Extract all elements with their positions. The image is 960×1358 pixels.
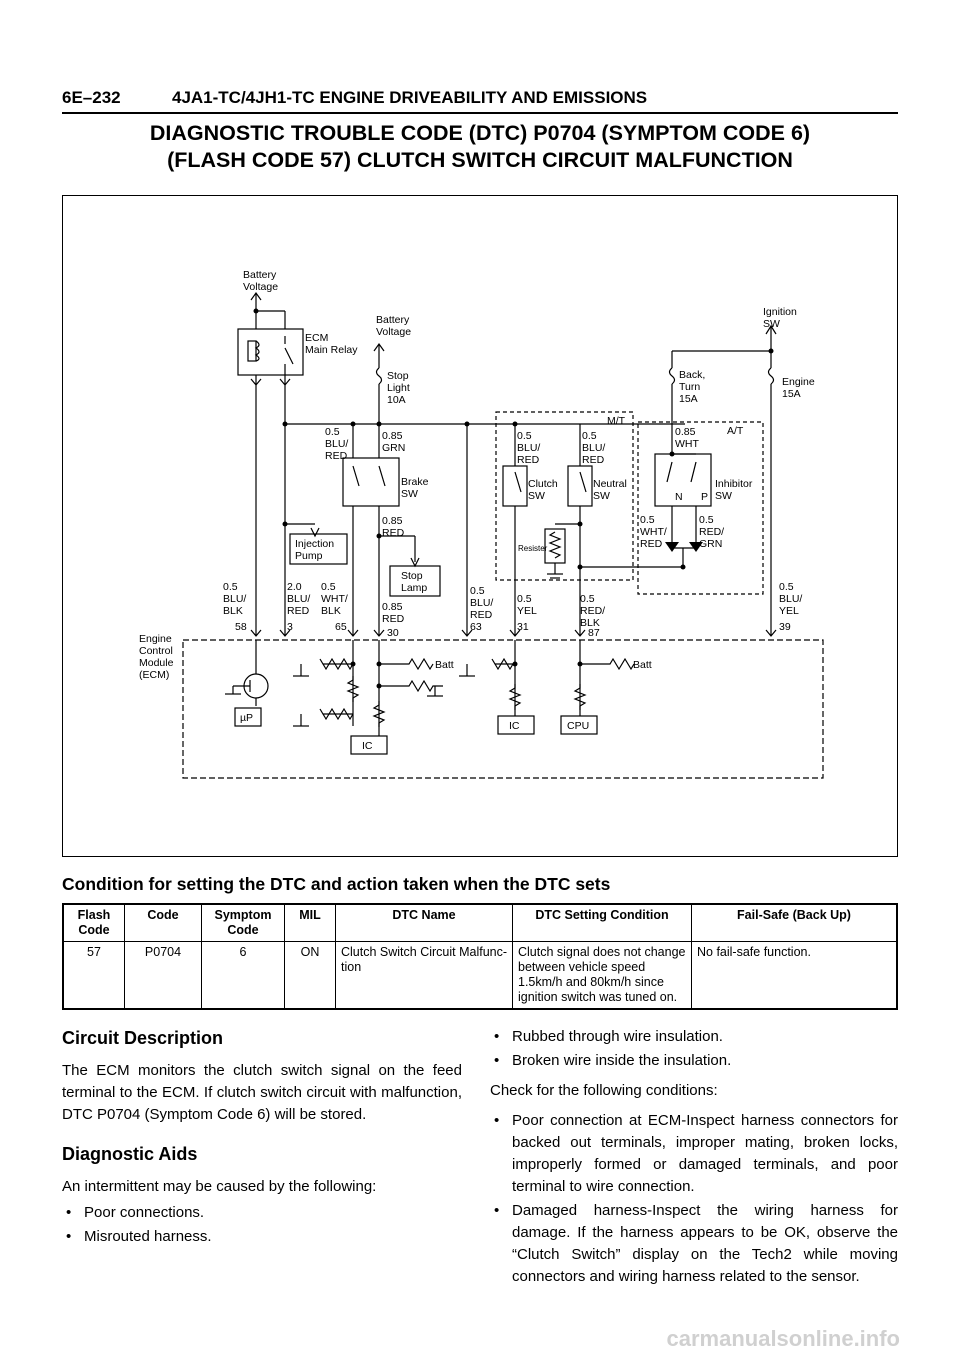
- watermark: carmanualsonline.info: [666, 1326, 901, 1351]
- circuit-description-text: The ECM monitors the clutch switch signa…: [62, 1062, 462, 1123]
- neutral-sw-label: Neutral SW: [593, 478, 630, 502]
- cpu-label: CPU: [567, 720, 589, 732]
- bullet-icon: •: [66, 1228, 72, 1245]
- list-item: •Poor connections.: [62, 1202, 462, 1224]
- title-line-1: DIAGNOSTIC TROUBLE CODE (DTC) P0704 (SYM…: [149, 121, 811, 145]
- at-label: A/T: [727, 425, 744, 437]
- bullet-icon: •: [66, 1204, 72, 1221]
- bullet-icon: •: [494, 1028, 500, 1045]
- battery-voltage-label-1: Battery Voltage: [243, 269, 279, 293]
- pin-3: 3: [287, 621, 293, 633]
- batt-label-2: Batt: [633, 659, 652, 671]
- list-item: •Damaged harness-Inspect the wiring harn…: [494, 1202, 898, 1285]
- clutch-sw-label: Clutch SW: [528, 478, 561, 502]
- wire-3-label: 2.0 BLU/ RED: [287, 581, 313, 617]
- page-header: 6E–232 4JA1-TC/4JH1-TC ENGINE DRIVEABILI…: [62, 88, 898, 114]
- inhibitor-sw-label: Inhibitor SW: [715, 478, 755, 502]
- wire-clutch-top-label: 0.5 BLU/ RED: [517, 430, 543, 466]
- wire-085-grn-label: 0.85 GRN: [382, 430, 405, 454]
- cell-symptom-code: 6: [201, 941, 285, 1009]
- cell-dtc-name: Clutch Switch Circuit Malfunc-tion: [335, 941, 513, 1009]
- col-dtc-name: DTC Name: [335, 904, 513, 942]
- col-code: Code: [124, 904, 202, 942]
- wire-085-red-label-1: 0.85 RED: [382, 515, 405, 539]
- pin-39: 39: [779, 621, 791, 633]
- wiring-diagram: Battery Voltage ECM Main Relay Battery V…: [62, 195, 898, 857]
- batt-label-1: Batt: [435, 659, 454, 671]
- diagnostic-aids-list: •Poor connections. •Misrouted harness.: [62, 1202, 462, 1248]
- cell-fail-safe: No fail-safe function.: [691, 941, 898, 1009]
- stop-light-fuse-label: Stop Light 10A: [387, 370, 413, 406]
- table-header-row: Flash Code Code Symptom Code MIL DTC Nam…: [62, 904, 898, 942]
- p-label: P: [701, 491, 708, 503]
- wire-63-label: 0.5 BLU/ RED: [470, 585, 496, 621]
- ignition-sw-label: Ignition SW: [763, 306, 800, 330]
- ecm-label: Engine Control Module (ECM): [139, 633, 176, 681]
- condition-heading: Condition for setting the DTC and action…: [62, 874, 611, 894]
- brake-sw-label: Brake SW: [401, 476, 431, 500]
- pin-63: 63: [470, 621, 482, 633]
- cell-setting-condition: Clutch signal does not change between ve…: [512, 941, 692, 1009]
- section-title: 4JA1-TC/4JH1-TC ENGINE DRIVEABILITY AND …: [172, 88, 648, 107]
- wire-wht-red-label: 0.5 WHT/ RED: [640, 514, 670, 550]
- check-intro: Check for the following conditions:: [490, 1082, 718, 1099]
- table-row: 57 P0704 6 ON Clutch Switch Circuit Malf…: [62, 941, 898, 1009]
- microprocessor-label: µP: [240, 712, 253, 724]
- wire-65-label: 0.5 WHT/ BLK: [321, 581, 351, 617]
- engine-fuse-label: Engine 15A: [782, 376, 818, 400]
- n-label: N: [675, 491, 683, 503]
- circuit-description-heading: Circuit Description: [62, 1028, 224, 1048]
- wire-58-label: 0.5 BLU/ BLK: [223, 581, 249, 617]
- bullet-icon: •: [494, 1202, 500, 1219]
- wire-blu-red-label: 0.5 BLU/ RED: [325, 426, 351, 462]
- ecm-main-relay-label: ECM Main Relay: [305, 332, 358, 356]
- stop-lamp-label: Stop Lamp: [401, 570, 427, 594]
- page-code: 6E–232: [62, 88, 121, 107]
- wire-31-label: 0.5 YEL: [517, 593, 537, 617]
- list-item: •Broken wire inside the insulation.: [490, 1050, 898, 1072]
- mt-label: M/T: [607, 415, 626, 427]
- wire-085-wht-label: 0.85 WHT: [675, 426, 699, 450]
- col-setting-condition: DTC Setting Condition: [512, 904, 692, 942]
- right-list-bottom: •Poor connection at ECM-Inspect harness …: [490, 1110, 898, 1288]
- resister-label: Resister: [518, 544, 548, 553]
- col-flash-code: Flash Code: [62, 904, 125, 942]
- title-line-2: (FLASH CODE 57) CLUTCH SWITCH CIRCUIT MA…: [167, 148, 793, 172]
- list-item: •Rubbed through wire insulation.: [490, 1026, 898, 1048]
- wire-39-label: 0.5 BLU/ YEL: [779, 581, 805, 617]
- pin-31: 31: [517, 621, 529, 633]
- col-mil: MIL: [284, 904, 336, 942]
- pin-65: 65: [335, 621, 347, 633]
- diagnostic-aids-intro: An intermittent may be caused by the fol…: [62, 1178, 377, 1195]
- list-item: •Poor connection at ECM-Inspect harness …: [494, 1112, 898, 1195]
- dtc-table: Flash Code Code Symptom Code MIL DTC Nam…: [62, 903, 898, 1010]
- wire-red-grn-label: 0.5 RED/ GRN: [699, 514, 727, 550]
- diagnostic-aids-heading: Diagnostic Aids: [62, 1144, 198, 1164]
- left-column: Circuit Description The ECM monitors the…: [62, 1026, 462, 1256]
- wire-30-label: 0.85 RED: [382, 601, 405, 625]
- back-turn-fuse-label: Back, Turn 15A: [679, 369, 708, 405]
- injection-pump-label: Injection Pump: [295, 538, 337, 562]
- list-item: •Misrouted harness.: [62, 1226, 462, 1248]
- right-list-top: •Rubbed through wire insulation. •Broken…: [490, 1026, 898, 1072]
- col-symptom-code: Symptom Code: [201, 904, 285, 942]
- bullet-icon: •: [494, 1112, 500, 1129]
- wire-neutral-top-label: 0.5 BLU/ RED: [582, 430, 608, 466]
- bullet-icon: •: [494, 1052, 500, 1069]
- ic-label-1: IC: [362, 740, 373, 752]
- cell-flash-code: 57: [62, 941, 125, 1009]
- pin-58: 58: [235, 621, 247, 633]
- right-column: •Rubbed through wire insulation. •Broken…: [490, 1026, 898, 1296]
- battery-voltage-label-2: Battery Voltage: [376, 314, 412, 338]
- ic-label-2: IC: [509, 720, 520, 732]
- cell-mil: ON: [284, 941, 336, 1009]
- cell-code: P0704: [124, 941, 202, 1009]
- wire-87-label: 0.5 RED/ BLK: [580, 593, 608, 629]
- pin-87: 87: [588, 627, 600, 639]
- page-title: DIAGNOSTIC TROUBLE CODE (DTC) P0704 (SYM…: [62, 120, 898, 174]
- pin-30: 30: [387, 627, 399, 639]
- col-fail-safe: Fail-Safe (Back Up): [691, 904, 898, 942]
